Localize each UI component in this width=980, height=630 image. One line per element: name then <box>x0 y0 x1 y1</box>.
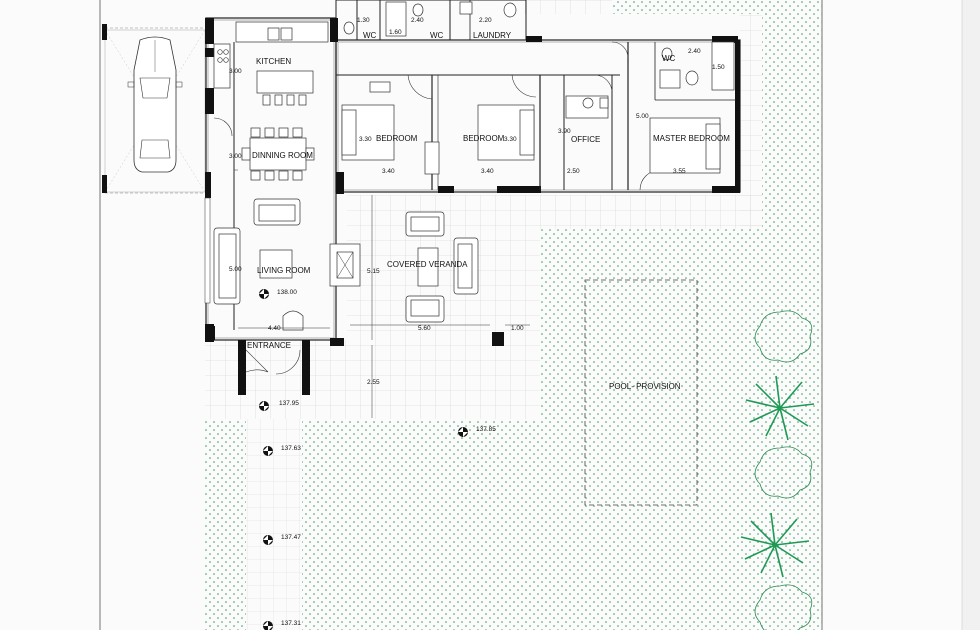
room-label-dining: DINNING ROOM <box>252 151 313 160</box>
dim-label: 2.40 <box>688 48 701 55</box>
carport <box>102 24 206 193</box>
dim-label: 1.00 <box>511 325 524 332</box>
dim-label: 5.00 <box>636 113 649 120</box>
room-labels: KITCHEN DINNING ROOM LIVING ROOM ENTRANC… <box>247 31 730 391</box>
pool-outline <box>584 279 698 506</box>
dim-label: 3.00 <box>229 68 242 75</box>
tiled-terrace <box>205 0 762 630</box>
sofa-icon <box>213 198 301 305</box>
room-label-living: LIVING ROOM <box>257 266 311 275</box>
bedroom-1-bed <box>341 81 395 161</box>
dim-label: 3.55 <box>673 168 686 175</box>
level-label: 138.00 <box>277 289 297 296</box>
garden-area <box>205 0 822 630</box>
room-label-veranda: COVERED VERANDA <box>387 260 468 269</box>
level-label: 137.63 <box>281 445 301 452</box>
kitchen-counter <box>213 21 329 89</box>
tree-icon <box>754 310 813 630</box>
dim-label: 2.50 <box>567 168 580 175</box>
level-label: 137.85 <box>476 426 496 433</box>
room-label-master-bedroom: MASTER BEDROOM <box>653 134 730 143</box>
dim-label: 5.15 <box>367 268 380 275</box>
living-tv <box>259 243 361 331</box>
level-labels: 138.00 137.95 137.85 137.63 137.47 137.3… <box>277 289 496 627</box>
level-label: 137.95 <box>279 400 299 407</box>
room-label-wc-3: WC <box>662 54 676 63</box>
dim-label: 3.40 <box>481 168 494 175</box>
room-label-entrance: ENTRANCE <box>247 341 291 350</box>
room-label-wc-1: WC <box>363 31 377 40</box>
service-fixtures <box>343 1 517 37</box>
pillars <box>207 326 504 345</box>
car-icon <box>127 36 183 173</box>
dim-label: 5.60 <box>418 325 431 332</box>
dim-label: 2.40 <box>411 17 424 24</box>
dim-label: 3.40 <box>382 168 395 175</box>
dim-label: 1.50 <box>712 64 725 71</box>
room-label-wc-2: WC <box>430 31 444 40</box>
dim-label: 2.20 <box>479 17 492 24</box>
dim-label: 5.00 <box>229 266 242 273</box>
master-bed <box>649 41 735 174</box>
dim-label: 2.55 <box>367 379 380 386</box>
level-label: 137.31 <box>281 620 301 627</box>
veranda-dimension-lines <box>234 169 530 418</box>
dim-label: 1.30 <box>357 17 370 24</box>
dim-label: 1.60 <box>389 29 402 36</box>
pool-label: POOL- PROVISION <box>609 382 681 391</box>
doors <box>213 41 661 375</box>
level-label: 137.47 <box>281 534 301 541</box>
bedroom-2-bed <box>424 104 535 175</box>
room-label-bedroom-2: BEDROOM <box>463 134 505 143</box>
kitchen-island <box>256 70 314 106</box>
dim-label: 3.00 <box>229 153 242 160</box>
dim-label: 3.90 <box>558 128 571 135</box>
dim-label: 3.30 <box>359 136 372 143</box>
room-label-laundry: LAUNDRY <box>473 31 512 40</box>
dim-label: 4.40 <box>268 325 281 332</box>
office-desk <box>565 95 609 119</box>
room-label-bedroom-1: BEDROOM <box>376 134 418 143</box>
dimension-labels: 1.30 2.40 2.20 1.60 3.00 3.00 3.30 3.30 … <box>229 17 725 386</box>
palm-icon <box>740 375 815 578</box>
dining-table <box>241 127 315 181</box>
house-walls <box>204 0 741 395</box>
scrollbar-track[interactable] <box>962 0 980 630</box>
dim-label: 3.30 <box>504 136 517 143</box>
veranda-furniture <box>405 211 479 323</box>
room-label-office: OFFICE <box>571 135 600 144</box>
room-label-kitchen: KITCHEN <box>256 57 291 66</box>
